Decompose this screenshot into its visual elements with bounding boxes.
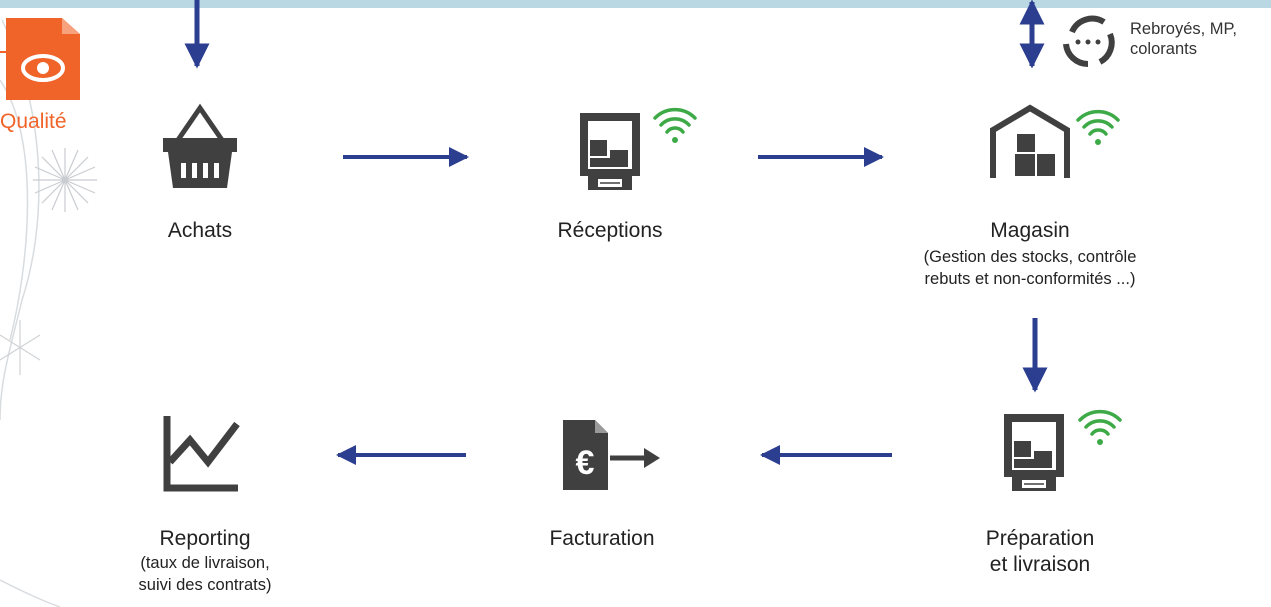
preparation-title-2: et livraison bbox=[989, 553, 1091, 576]
reporting-label: Reporting (taux de livraison, suivi des … bbox=[120, 526, 290, 596]
snowflake-decoration-icon bbox=[33, 148, 97, 212]
facturation-title: Facturation bbox=[549, 527, 655, 550]
external-inputs-label: Rebroyés, MP, colorants bbox=[1130, 19, 1237, 59]
preparation-truck-icon bbox=[1004, 414, 1064, 491]
warehouse-icon bbox=[990, 104, 1070, 178]
achats-title: Achats bbox=[167, 219, 233, 242]
top-band bbox=[0, 0, 1271, 8]
magasin-sub-2: rebuts et non-conformités ...) bbox=[924, 270, 1136, 288]
reporting-sub-1: (taux de livraison, bbox=[140, 554, 270, 572]
line-chart-icon bbox=[163, 416, 240, 492]
magasin-title: Magasin bbox=[990, 219, 1070, 242]
wifi-icon bbox=[1078, 409, 1122, 445]
magasin-label: Magasin (Gestion des stocks, contrôle re… bbox=[860, 218, 1200, 290]
eye-document-icon bbox=[0, 18, 80, 100]
receptions-truck-icon bbox=[580, 113, 640, 190]
basket-icon bbox=[163, 103, 237, 188]
external-line-1: Rebroyés, MP, bbox=[1130, 20, 1237, 38]
asterisk-decoration-icon bbox=[0, 320, 41, 375]
preparation-title: Préparation bbox=[985, 527, 1095, 550]
receptions-title: Réceptions bbox=[557, 219, 663, 242]
wifi-icon bbox=[653, 107, 697, 143]
svg-text:€: € bbox=[576, 444, 595, 482]
reporting-title: Reporting bbox=[159, 527, 251, 550]
preparation-label: Préparation et livraison bbox=[940, 526, 1140, 578]
decorative-curves bbox=[0, 19, 61, 607]
recycle-cycle-icon bbox=[1063, 15, 1115, 68]
quality-label: Qualité bbox=[0, 110, 67, 133]
euro-invoice-icon: € bbox=[563, 420, 660, 490]
magasin-sub-1: (Gestion des stocks, contrôle bbox=[923, 248, 1137, 266]
reporting-sub-2: suivi des contrats) bbox=[138, 576, 272, 594]
external-line-2: colorants bbox=[1130, 40, 1197, 58]
wifi-icon bbox=[1076, 109, 1120, 145]
